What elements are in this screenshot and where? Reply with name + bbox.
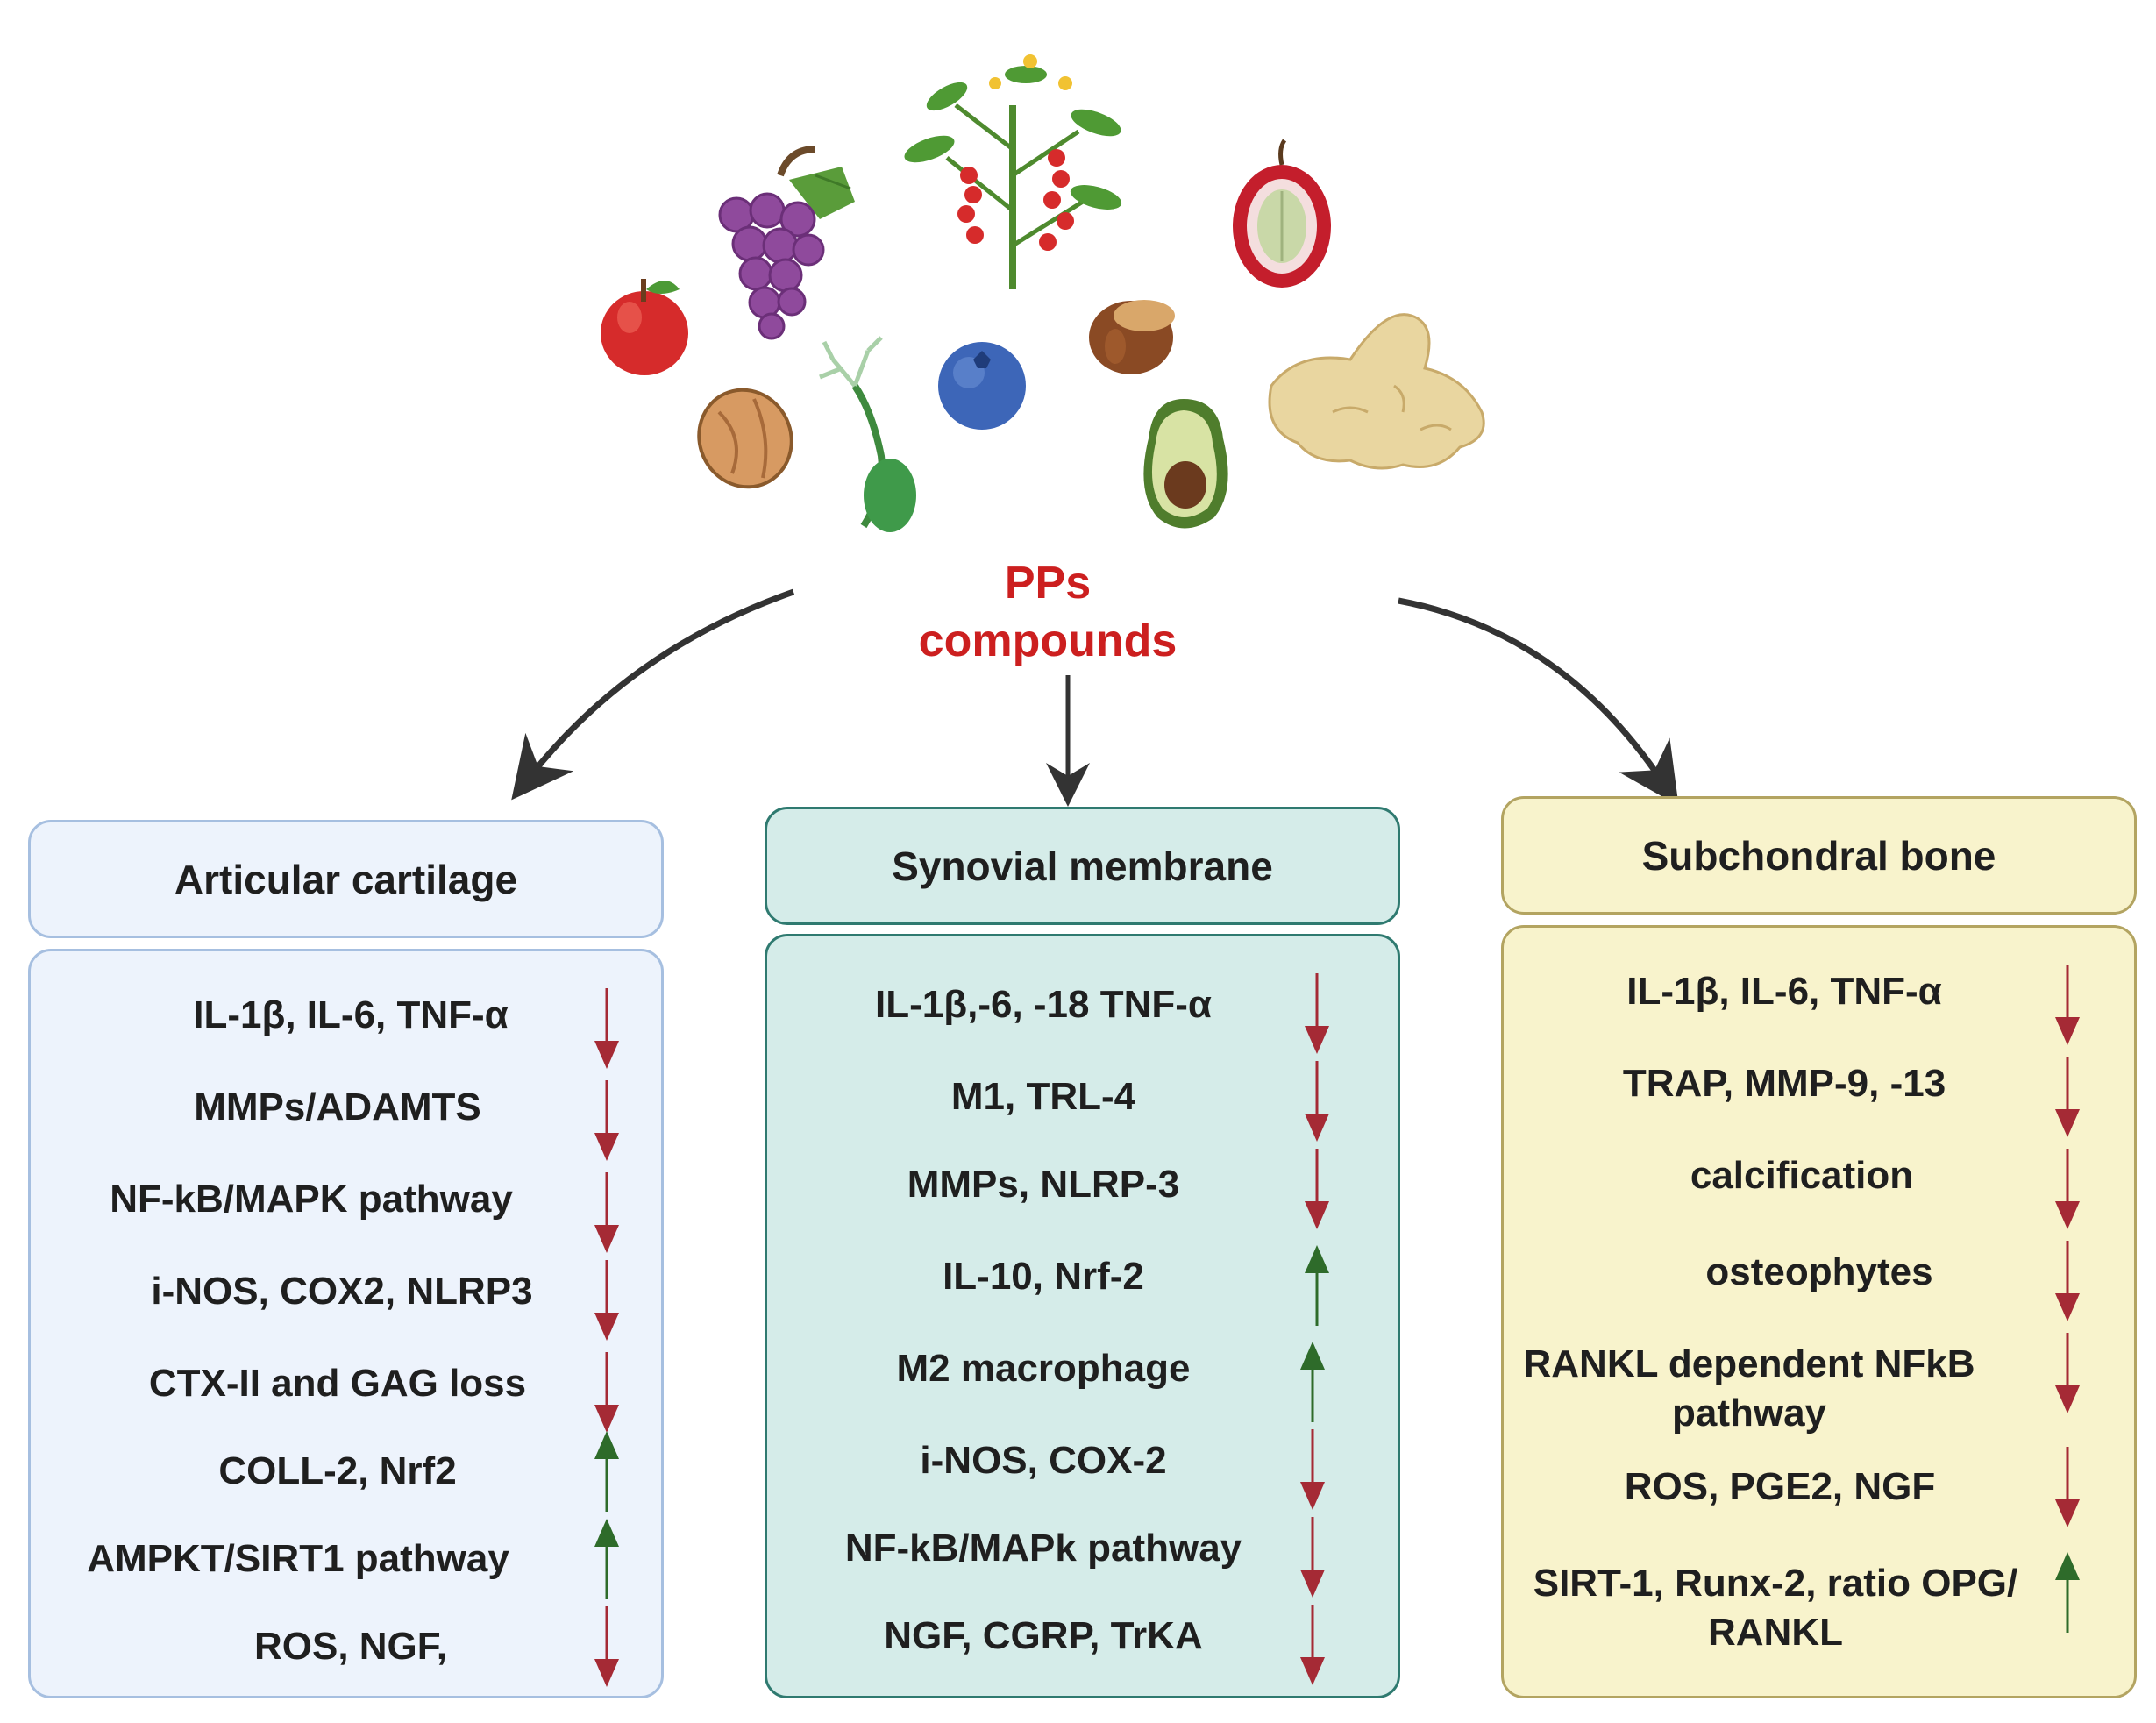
down-arrow-icon	[594, 1172, 619, 1253]
subchondral-bone-panel: IL-1β, IL-6, TNF-α TRAP, MMP-9, -13 calc…	[1501, 925, 2137, 1698]
up-arrow-icon	[594, 1519, 619, 1599]
ginger-icon	[1268, 313, 1485, 470]
list-item: NF-kB/MAPK pathway	[110, 1178, 513, 1221]
articular-cartilage-panel: IL-1β, IL-6, TNF-α MMPs/ADAMTS NF-kB/MAP…	[28, 949, 664, 1698]
walnut-icon	[697, 388, 793, 489]
synovial-membrane-header: Synovial membrane	[765, 807, 1400, 925]
list-item: SIRT-1, Runx-2, ratio OPG/ RANKL	[1533, 1562, 2018, 1654]
list-item: IL-10, Nrf-2	[943, 1255, 1144, 1298]
list-item: NGF, CGRP, TrKA	[884, 1614, 1203, 1657]
list-item: COLL-2, Nrf2	[218, 1449, 457, 1492]
list-item: calcification	[1690, 1154, 1914, 1197]
list-item: ROS, PGE2, NGF	[1624, 1465, 1936, 1508]
arrow-to-subchondral-bone	[1398, 597, 1679, 806]
arrow-to-articular-cartilage	[511, 588, 795, 801]
list-item: i-NOS, COX2, NLRP3	[151, 1270, 533, 1313]
down-arrow-icon	[594, 1606, 619, 1687]
down-arrow-icon	[594, 1260, 619, 1341]
center-title-line2: compounds	[918, 616, 1178, 666]
up-arrow-icon	[1305, 1245, 1329, 1326]
list-item: TRAP, MMP-9, -13	[1622, 1062, 1946, 1105]
articular-cartilage-title: Articular cartilage	[174, 856, 518, 902]
avocado-icon	[1143, 399, 1228, 529]
down-arrow-icon	[1300, 1517, 1325, 1598]
center-title: PPs compounds	[824, 554, 1271, 670]
apple-icon	[601, 279, 688, 375]
down-arrow-icon	[1300, 1429, 1325, 1510]
list-item: osteophytes	[1705, 1250, 1933, 1293]
list-item: CTX-II and GAG loss	[148, 1362, 527, 1405]
grapes-icon	[718, 146, 855, 340]
synovial-membrane-title: Synovial membrane	[892, 843, 1273, 889]
hazelnut-icon	[1089, 300, 1175, 374]
list-item: ROS, NGF,	[253, 1625, 448, 1668]
down-arrow-icon	[1305, 1061, 1329, 1142]
down-arrow-icon	[2055, 1149, 2080, 1229]
center-title-line1: PPs	[1004, 558, 1092, 609]
down-arrow-icon	[1305, 973, 1329, 1054]
list-item: IL-1β,-6, -18 TNF-α	[875, 983, 1212, 1026]
list-item: MMPs/ADAMTS	[194, 1086, 481, 1128]
up-arrow-icon	[1300, 1342, 1325, 1422]
down-arrow-icon	[1305, 1149, 1329, 1229]
coffee-cherry-icon	[1233, 139, 1331, 288]
up-arrow-icon	[2055, 1552, 2080, 1633]
down-arrow-icon	[2055, 965, 2080, 1045]
subchondral-bone-header: Subchondral bone	[1501, 796, 2137, 915]
herb-root-icon	[819, 336, 916, 532]
down-arrow-icon	[594, 1352, 619, 1433]
tomato-plant-icon	[904, 54, 1122, 289]
list-item: IL-1β, IL-6, TNF-α	[193, 993, 509, 1036]
articular-cartilage-header: Articular cartilage	[28, 820, 664, 938]
list-item: IL-1β, IL-6, TNF-α	[1626, 970, 1942, 1013]
down-arrow-icon	[594, 988, 619, 1069]
up-arrow-icon	[594, 1431, 619, 1512]
synovial-membrane-panel: IL-1β,-6, -18 TNF-α M1, TRL-4 MMPs, NLRP…	[765, 934, 1400, 1698]
list-item: i-NOS, COX-2	[920, 1439, 1167, 1482]
list-item: AMPKT/SIRT1 pathway	[87, 1537, 509, 1580]
down-arrow-icon	[2055, 1447, 2080, 1527]
list-item: RANKL dependent NFkB pathway	[1523, 1342, 1975, 1435]
down-arrow-icon	[2055, 1057, 2080, 1137]
list-item: MMPs, NLRP-3	[907, 1163, 1180, 1206]
down-arrow-icon	[1300, 1605, 1325, 1685]
down-arrow-icon	[2055, 1333, 2080, 1413]
list-item: NF-kB/MAPk pathway	[844, 1527, 1242, 1570]
list-item: M1, TRL-4	[950, 1075, 1136, 1118]
blueberry-icon	[938, 342, 1026, 430]
down-arrow-icon	[594, 1080, 619, 1161]
down-arrow-icon	[2055, 1241, 2080, 1321]
subchondral-bone-title: Subchondral bone	[1641, 832, 1996, 879]
list-item: M2 macrophage	[896, 1347, 1191, 1390]
